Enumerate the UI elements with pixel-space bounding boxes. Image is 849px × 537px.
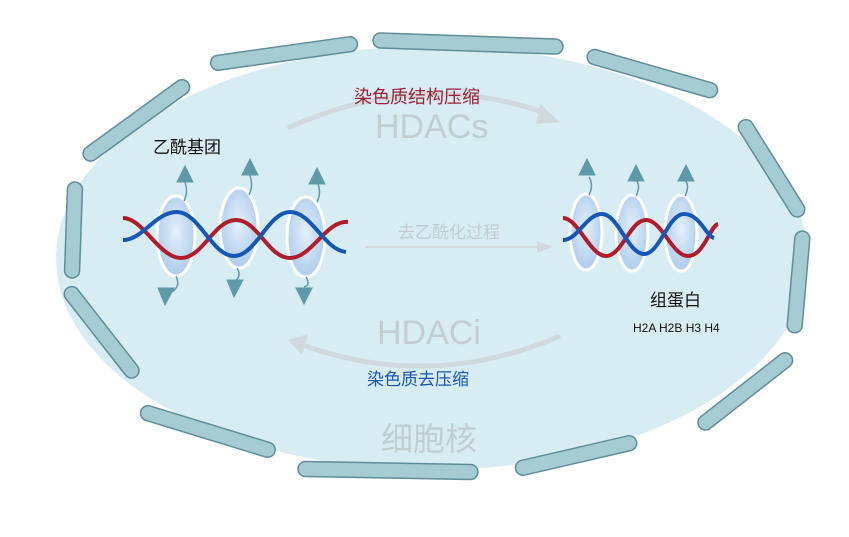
membrane-segment-icon bbox=[297, 460, 479, 481]
membrane-segment-icon bbox=[697, 352, 794, 431]
compress-label: 染色质结构压缩 bbox=[354, 87, 480, 108]
membrane-segment-icon bbox=[786, 230, 811, 334]
dna-strand-blue bbox=[122, 209, 347, 259]
membrane-segment-icon bbox=[514, 434, 638, 476]
membrane-segment-icon bbox=[737, 118, 806, 218]
arrow-head-icon bbox=[226, 279, 244, 299]
hdaci-label: HDACi bbox=[377, 314, 481, 352]
histone-types-label: H2A H2B H3 H4 bbox=[633, 321, 720, 335]
hdacs-label: HDACs bbox=[375, 108, 489, 146]
acetyl-stem bbox=[171, 275, 179, 293]
histone bbox=[155, 194, 197, 278]
membrane-segment-icon bbox=[586, 48, 719, 99]
nucleus-body bbox=[56, 46, 808, 470]
histone bbox=[663, 193, 699, 273]
acetyl-group-label: 乙酰基团 bbox=[153, 138, 221, 158]
acetyl-groups bbox=[157, 157, 326, 307]
arrow-head-icon bbox=[536, 104, 560, 124]
nucleus-label: 细胞核 bbox=[381, 420, 478, 458]
dna-strand-red bbox=[122, 216, 349, 261]
membrane-segment-icon bbox=[82, 78, 191, 162]
membrane-segment-icon bbox=[139, 404, 276, 459]
deacetylation-label: 去乙酰化过程 bbox=[398, 223, 500, 243]
arrow-head-icon bbox=[288, 334, 308, 355]
compress-arc bbox=[286, 91, 549, 131]
arrow-head-icon bbox=[176, 164, 194, 183]
decompress-arc bbox=[299, 333, 561, 369]
dna-strand-blue bbox=[562, 211, 715, 257]
acetyl-groups-remaining bbox=[578, 157, 695, 197]
open-chromatin bbox=[122, 157, 349, 307]
acetyl-stem bbox=[303, 276, 309, 288]
decompress-label: 染色质去压缩 bbox=[367, 370, 469, 390]
histone-label: 组蛋白 bbox=[650, 291, 701, 311]
dna-strand-red bbox=[562, 216, 720, 259]
arrow-head-icon bbox=[578, 157, 596, 176]
membrane-segment-icon bbox=[209, 35, 359, 72]
compact-chromatin bbox=[562, 157, 720, 273]
membrane-segment-icon bbox=[372, 32, 564, 55]
membrane-segment-icon bbox=[63, 181, 84, 279]
arrow-head-icon bbox=[295, 287, 313, 306]
acetyl-stem bbox=[588, 176, 593, 196]
nuclear-membrane bbox=[63, 32, 811, 481]
arrow-head-icon bbox=[627, 163, 645, 182]
arrow-head-icon bbox=[537, 241, 553, 253]
arrow-head-icon bbox=[241, 157, 259, 176]
arrow-head-icon bbox=[677, 163, 695, 182]
membrane-segment-icon bbox=[63, 285, 140, 379]
cycle-arrows bbox=[286, 91, 561, 369]
arrow-head-icon bbox=[157, 287, 175, 307]
arrow-head-icon bbox=[308, 166, 326, 185]
